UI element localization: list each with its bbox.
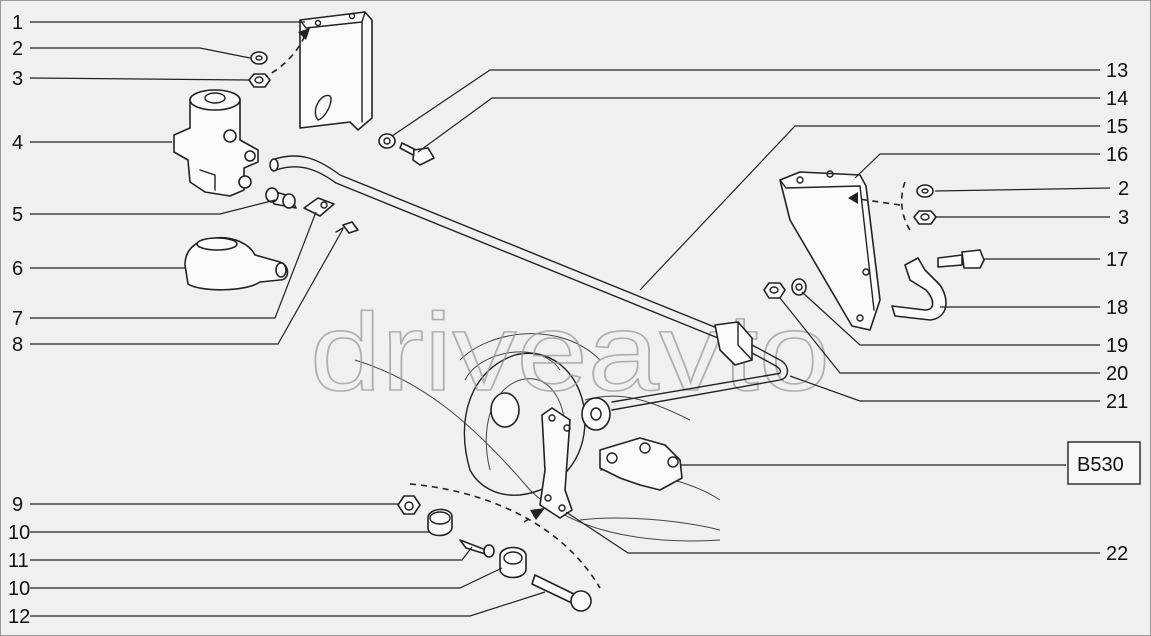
diagram-code: B530	[1077, 454, 1124, 476]
callout-2: 2	[12, 38, 23, 60]
nut-2-part	[250, 51, 268, 65]
callout-12: 12	[8, 606, 30, 628]
axle-bracket-part	[599, 437, 683, 491]
callout-4: 4	[12, 132, 23, 154]
link-eye-part	[581, 397, 611, 431]
callout-19: 19	[1106, 335, 1128, 357]
assembly-arrow-bottom	[409, 483, 601, 589]
callout-10a: 10	[8, 522, 30, 544]
callout-9: 9	[12, 494, 23, 516]
leader-lines-left	[29, 21, 546, 617]
callout-10b: 10	[8, 578, 30, 600]
callouts-right: 13 14 15 16 2 3 17 18 19 20 21 22	[1106, 60, 1129, 565]
callout-3b: 3	[1118, 207, 1129, 229]
bolt-14-part	[399, 142, 435, 166]
nut-2b-part	[916, 184, 934, 198]
callout-1: 1	[12, 12, 23, 34]
assembly-arrow-1	[261, 34, 306, 79]
arrow-head-icon	[298, 28, 310, 40]
callout-3: 3	[12, 68, 23, 90]
callout-13: 13	[1106, 60, 1128, 82]
callouts-left: 1 2 3 4 5 6 7 8 9 10 11 10 12	[8, 12, 30, 628]
callout-2b: 2	[1118, 178, 1129, 200]
callout-14: 14	[1106, 88, 1128, 110]
callout-20: 20	[1106, 363, 1128, 385]
nut-9-part	[397, 495, 421, 515]
leader-lines-right	[391, 69, 1111, 554]
assembly-arrow-16	[900, 181, 911, 231]
bushing-part	[265, 187, 297, 209]
torsion-lever-part	[269, 155, 789, 411]
washer-13-part	[378, 133, 396, 149]
callout-5: 5	[12, 204, 23, 226]
callout-6: 6	[12, 258, 23, 280]
lower-bracket-part	[779, 170, 881, 331]
callout-11: 11	[8, 550, 29, 572]
bolt-12-part	[531, 574, 592, 612]
upper-bracket-part	[299, 11, 373, 131]
assembly-arrow-16b	[851, 197, 901, 206]
callout-18: 18	[1106, 297, 1128, 319]
callout-21: 21	[1106, 391, 1128, 413]
washer-19-part	[791, 278, 807, 296]
callout-8: 8	[12, 334, 23, 356]
silent-block-10b-part	[499, 546, 527, 579]
callout-16: 16	[1106, 144, 1128, 166]
bolt-17-part	[937, 249, 985, 269]
spacer-11-part	[459, 539, 495, 558]
callout-22: 22	[1106, 543, 1128, 565]
link-plate-part	[539, 407, 573, 519]
callout-15: 15	[1106, 116, 1128, 138]
diagram-code-box: B530	[1067, 441, 1141, 485]
nut-3b-part	[913, 210, 937, 225]
nut-20-part	[763, 282, 786, 299]
callout-17: 17	[1106, 249, 1128, 271]
silent-block-10a-part	[427, 508, 453, 537]
pressure-regulator-part	[173, 89, 259, 197]
arrow-head-icon	[848, 192, 858, 204]
small-screw-part	[335, 221, 359, 234]
clamp-part	[891, 257, 947, 321]
nut-3-part	[248, 73, 271, 88]
regulator-cover-part	[184, 236, 289, 291]
callout-7: 7	[12, 308, 23, 330]
arrow-head-icon	[530, 508, 545, 520]
washer-plate-part	[303, 197, 335, 217]
